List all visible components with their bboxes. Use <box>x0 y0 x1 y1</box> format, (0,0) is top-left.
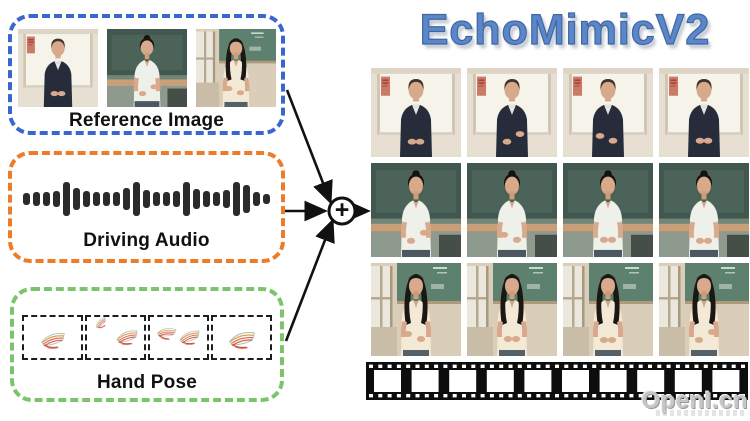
watermark: OpenI.cn <box>641 387 748 414</box>
hand-pose-frames <box>14 315 280 360</box>
reference-image-box: Reference Image <box>8 14 285 135</box>
watermark-subtext-blur <box>656 410 744 416</box>
reference-photo <box>106 29 187 107</box>
waveform-bar <box>223 190 230 208</box>
hand-mesh-icon <box>229 332 255 349</box>
waveform-bar <box>63 182 70 216</box>
waveform-bar <box>163 192 170 206</box>
waveform-bar <box>123 188 130 210</box>
waveform-bar <box>153 192 160 206</box>
hand-mesh-icon <box>157 328 177 340</box>
waveform-bar <box>193 189 200 209</box>
output-grid <box>371 68 749 362</box>
waveform-bar <box>243 185 250 213</box>
video-frame <box>659 163 749 257</box>
waveform-bar <box>53 191 60 207</box>
waveform-bar <box>33 192 40 206</box>
hand-mesh-icon <box>96 317 106 329</box>
video-frame-row <box>371 163 749 257</box>
waveform-bar <box>233 182 240 216</box>
video-frame <box>659 68 749 157</box>
waveform-bar <box>93 192 100 206</box>
video-frame <box>467 68 557 157</box>
reference-photo <box>195 29 276 107</box>
video-frame-row <box>371 68 749 157</box>
waveform-bar <box>113 192 120 206</box>
video-frame <box>659 263 749 356</box>
waveform-bar <box>253 192 260 206</box>
waveform-bar <box>73 188 80 210</box>
video-frame <box>371 263 461 356</box>
reference-image-label: Reference Image <box>68 110 225 131</box>
waveform-bar <box>213 192 220 206</box>
waveform-bar <box>203 191 210 207</box>
waveform-bar <box>143 190 150 208</box>
video-frame <box>563 263 653 356</box>
reference-photos <box>12 29 281 107</box>
video-frame <box>467 163 557 257</box>
hand-mesh-icon <box>116 330 138 346</box>
waveform-bar <box>43 192 50 206</box>
hand-pose-frame <box>148 315 209 360</box>
film-strip <box>366 362 748 400</box>
hand-pose-frame <box>22 315 83 360</box>
video-frame <box>371 68 461 157</box>
reference-photo <box>17 29 98 107</box>
video-frame <box>563 163 653 257</box>
waveform-bar <box>183 182 190 216</box>
hand-pose-frame <box>85 315 146 360</box>
video-frame <box>467 263 557 356</box>
video-frame <box>371 163 461 257</box>
waveform-bar <box>133 182 140 216</box>
waveform-bar <box>263 194 270 204</box>
hand-pose-box: Hand Pose <box>10 287 284 402</box>
hand-pose-frame <box>211 315 272 360</box>
driving-audio-label: Driving Audio <box>83 230 210 251</box>
video-frame <box>563 68 653 157</box>
page-title: EchoMimicV2 <box>419 5 711 54</box>
video-frame-row <box>371 263 749 356</box>
waveform-bar <box>83 191 90 207</box>
plus-node: + <box>334 196 350 224</box>
waveform-bar <box>173 191 180 207</box>
audio-waveform <box>12 179 281 219</box>
waveform-bar <box>23 193 30 205</box>
hand-mesh-icon <box>179 330 200 345</box>
waveform-bar <box>103 192 110 206</box>
driving-audio-box: Driving Audio <box>8 151 285 263</box>
hand-pose-label: Hand Pose <box>97 372 197 393</box>
hand-mesh-icon <box>41 333 65 349</box>
